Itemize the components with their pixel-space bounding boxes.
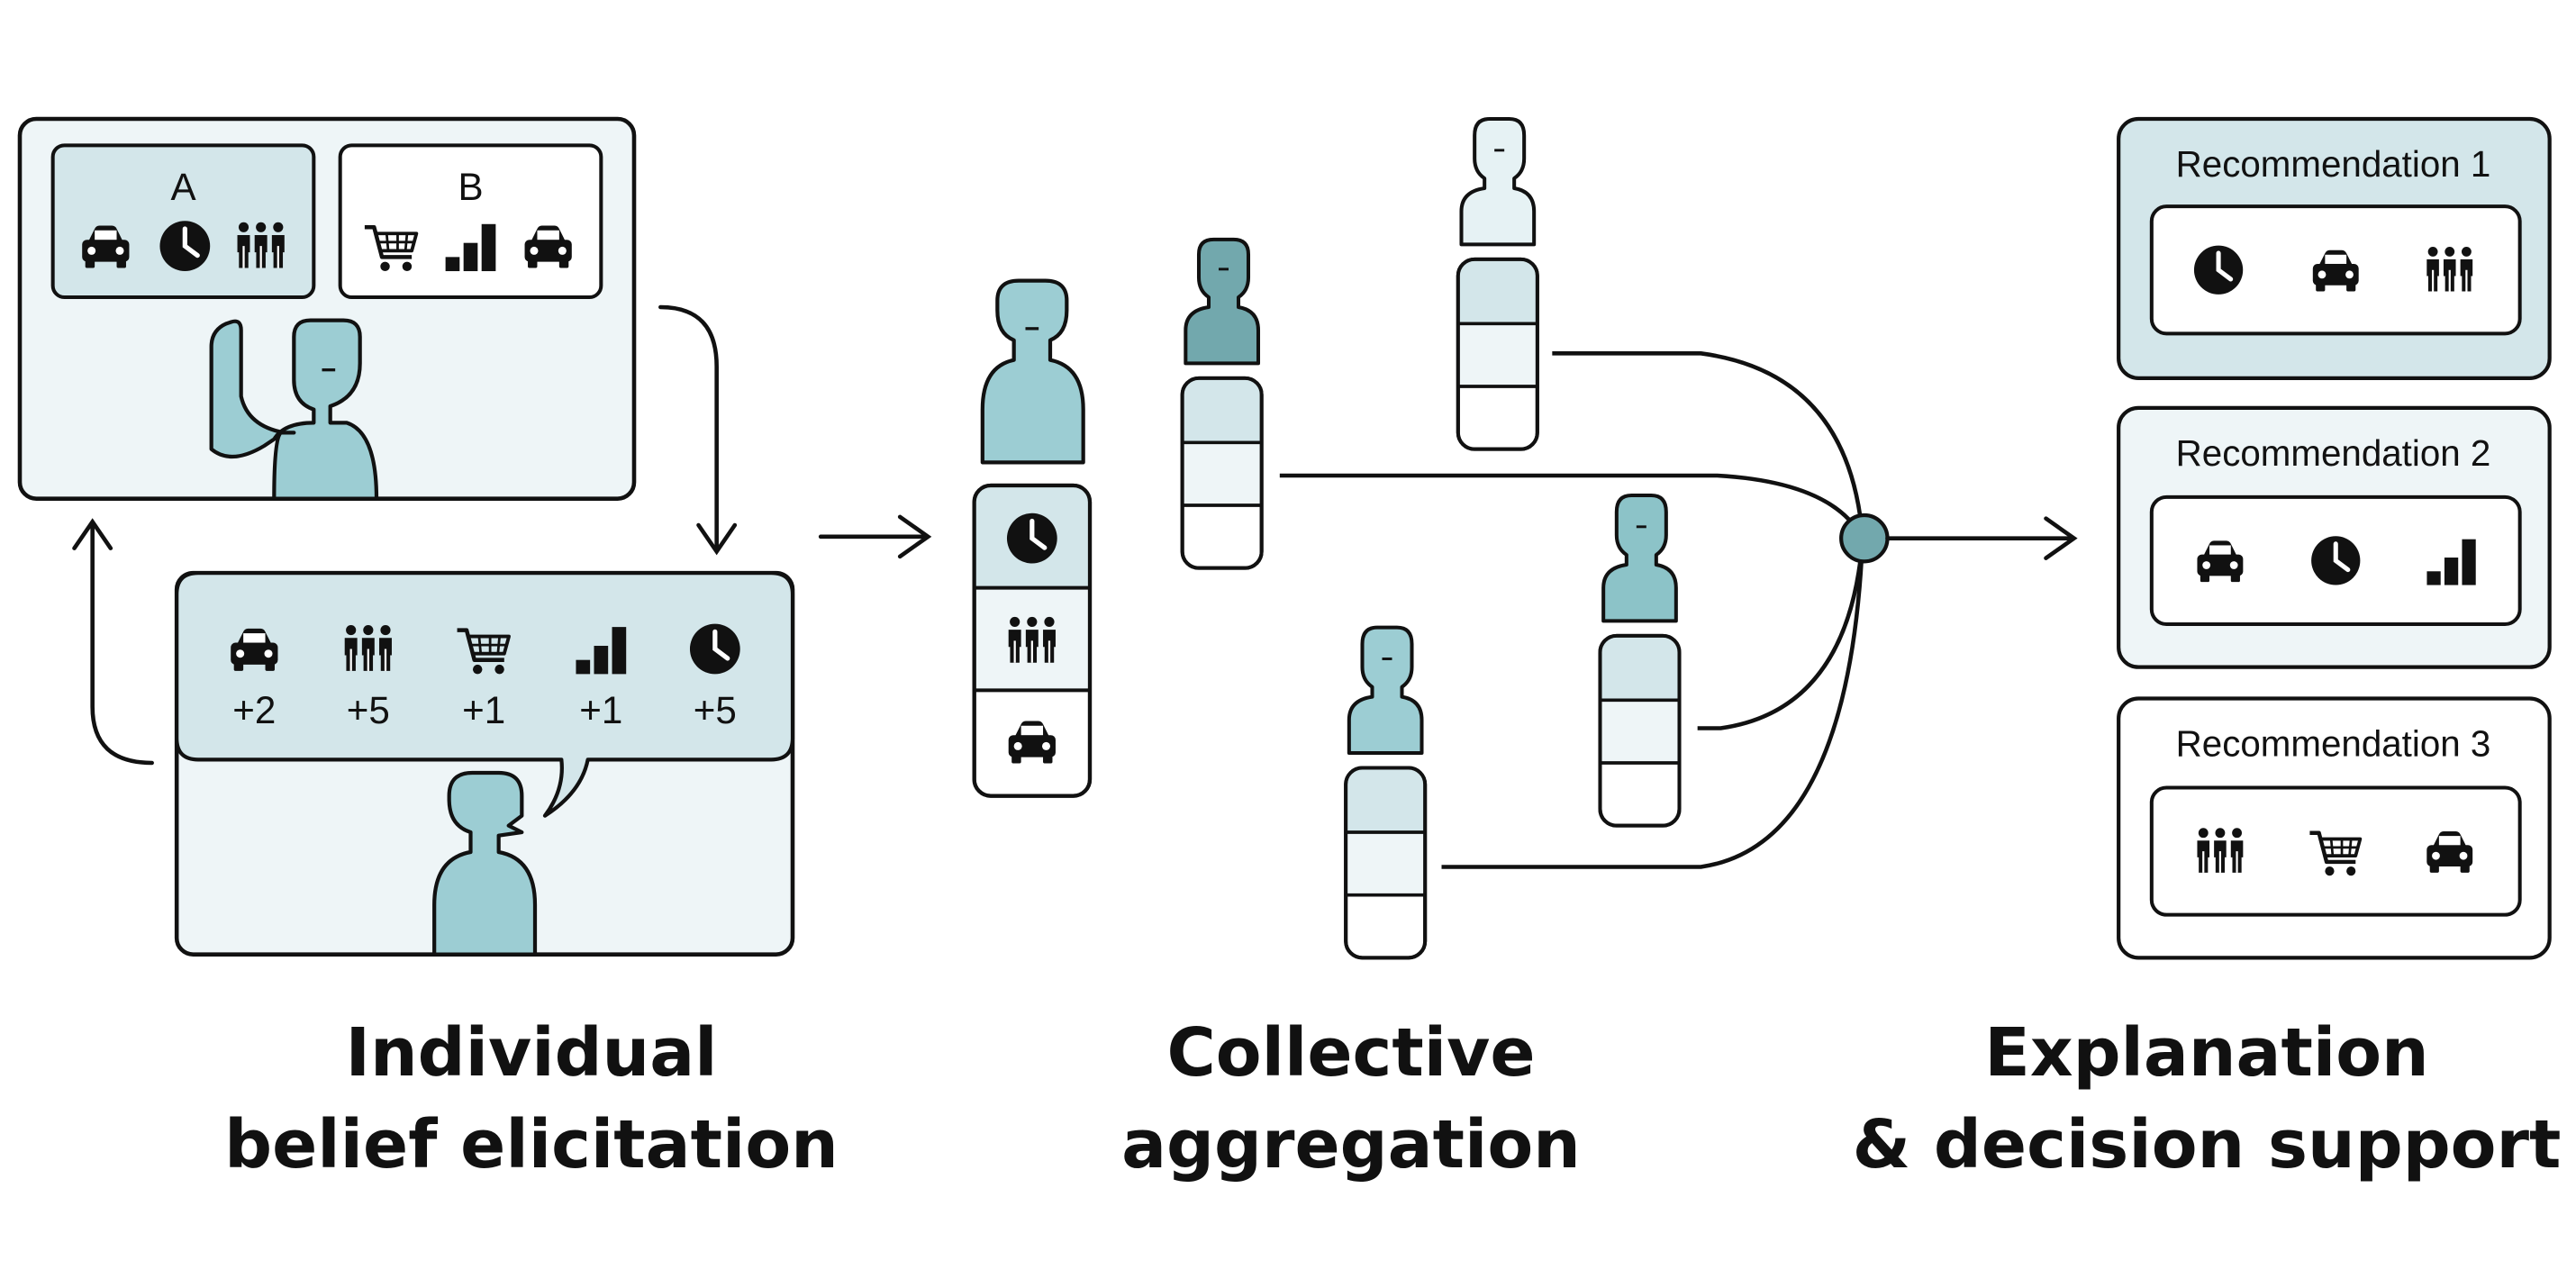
people-icon — [2426, 245, 2474, 293]
score-item-bars: +1 — [576, 627, 627, 731]
caption-explanation: Explanation & decision support — [1792, 1007, 2576, 1191]
score-item-cart: +1 — [458, 630, 509, 731]
small-person-mid — [1598, 493, 1682, 828]
aggregation-links — [1279, 351, 1865, 869]
recommendation-3-title: Recommendation 3 — [2176, 723, 2491, 765]
clock-icon — [2194, 246, 2243, 295]
people-icon — [236, 221, 286, 269]
people-icon — [2196, 827, 2245, 874]
caption-aggregation-line-1: Collective — [1166, 1014, 1536, 1092]
score-item-clock: +5 — [690, 624, 740, 731]
small-person-light — [1344, 625, 1428, 960]
person-raising-hand — [209, 318, 379, 501]
option-b-card: B — [338, 143, 603, 300]
aggregation-node — [1839, 512, 1890, 564]
score-value-car: +2 — [232, 689, 276, 731]
clock-icon — [159, 221, 210, 271]
recommendation-card-2: Recommendation 2 — [2117, 405, 2552, 669]
score-value-bars: +1 — [579, 689, 622, 731]
link-person-c — [1697, 538, 1865, 730]
caption-aggregation: Collective aggregation — [1009, 1007, 1693, 1191]
option-a-card: A — [50, 143, 316, 300]
score-list: +2 +5 +1 +1 +5 — [231, 624, 739, 731]
elicitation-bottom-panel: +2 +5 +1 +1 +5 — [174, 570, 795, 957]
loop-arrow-down — [658, 304, 719, 550]
caption-explanation-line-2: & decision support — [1852, 1106, 2562, 1184]
recommendation-2-title: Recommendation 2 — [2176, 432, 2491, 474]
option-b-label: B — [458, 166, 483, 208]
link-person-b — [1552, 351, 1865, 539]
small-person-dark — [1180, 237, 1264, 570]
rank-1-clock-icon — [1007, 513, 1057, 564]
link-person-d — [1441, 538, 1865, 869]
elicitation-loop-arrows — [72, 304, 738, 766]
main-person — [980, 278, 1085, 465]
recommendation-card-3: Recommendation 3 — [2117, 696, 2552, 960]
caption-explanation-line-1: Explanation — [1984, 1014, 2429, 1092]
people-icon — [343, 623, 394, 673]
score-item-people: +5 — [343, 623, 394, 731]
option-a-label: A — [170, 166, 196, 208]
elicitation-top-panel: A B — [17, 116, 637, 501]
clock-icon — [2311, 536, 2360, 585]
small-person-pale — [1456, 116, 1539, 451]
link-person-a — [1279, 473, 1865, 540]
rank-2-people-icon — [1007, 615, 1057, 664]
caption-elicitation-line-1: Individual — [345, 1014, 718, 1092]
clock-icon — [690, 624, 740, 675]
caption-elicitation: Individual belief elicitation — [180, 1007, 883, 1191]
recommendation-card-1: Recommendation 1 — [2117, 116, 2552, 380]
score-item-car: +2 — [231, 628, 278, 731]
score-value-cart: +1 — [462, 689, 505, 731]
person-speaking — [432, 770, 538, 957]
recommendation-1-title: Recommendation 1 — [2176, 143, 2491, 185]
arrow-to-recommendations — [1885, 516, 2078, 560]
caption-aggregation-line-2: aggregation — [1121, 1106, 1581, 1184]
score-speech-bubble — [175, 571, 795, 818]
loop-arrow-up — [90, 522, 154, 766]
score-value-clock: +5 — [694, 689, 737, 731]
score-value-people: +5 — [347, 689, 390, 731]
arrow-to-aggregation — [818, 514, 932, 559]
caption-elicitation-line-2: belief elicitation — [224, 1106, 839, 1184]
ranking-column — [972, 483, 1093, 798]
